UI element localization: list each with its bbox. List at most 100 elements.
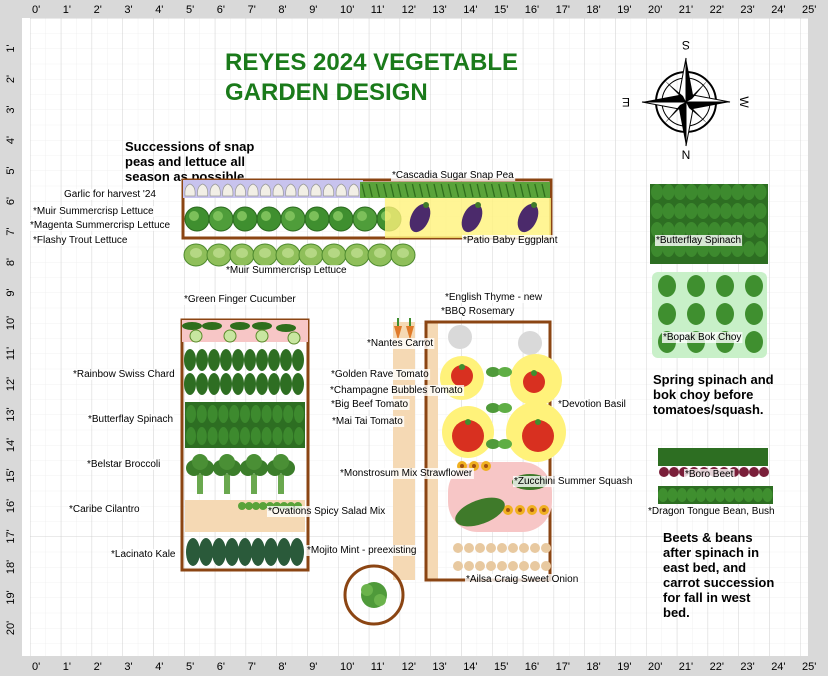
tomato-stem xyxy=(459,364,465,370)
spinach-leaf-icon xyxy=(186,405,196,423)
plant-label-muir2: *Muir Summercrisp Lettuce xyxy=(226,265,347,276)
chard-leaf-icon xyxy=(268,349,280,371)
ruler-tick-label: 1' xyxy=(5,44,17,52)
tomato-icon xyxy=(452,420,484,452)
spinach-leaf-icon xyxy=(731,184,744,200)
strawflower-center xyxy=(530,508,534,512)
ruler-tick-label: 3' xyxy=(124,4,132,16)
spinach-leaf-icon xyxy=(294,405,304,423)
top-ruler: 0'1'2'3'4'5'6'7'8'9'10'11'12'13'14'15'16… xyxy=(0,0,828,18)
ruler-tick-label: 3' xyxy=(5,105,17,113)
strawflower-center xyxy=(484,464,488,468)
page-title-line1: REYES 2024 VEGETABLE xyxy=(225,49,518,76)
plant-label-salad: *Ovations Spicy Salad Mix xyxy=(268,506,385,517)
plant-label-background xyxy=(183,294,298,305)
northeast-bed xyxy=(650,184,768,358)
ruler-tick-label: 9' xyxy=(5,288,17,296)
bok-choy-icon xyxy=(716,275,734,297)
eggplant-icon xyxy=(517,203,539,233)
ruler-tick-label: 11' xyxy=(5,347,17,361)
spinach-leaf-icon xyxy=(250,405,261,423)
svg-text:east bed, and: east bed, and xyxy=(663,560,746,575)
north-bed xyxy=(181,178,553,240)
lettuce-row-1 xyxy=(184,206,402,232)
eggplant-stem xyxy=(531,202,537,208)
spinach-leaf-icon xyxy=(708,184,721,200)
spinach-leaf-icon xyxy=(720,184,732,200)
bok-choy-icon xyxy=(745,331,763,353)
chard-leaf-icon xyxy=(280,349,292,371)
onion-icon xyxy=(486,561,496,571)
spinach-leaf-icon xyxy=(261,405,272,423)
tomato-icon xyxy=(451,365,473,387)
strawflower-center xyxy=(460,464,464,468)
pea-vine-icon xyxy=(541,183,546,198)
garlic-icon xyxy=(260,183,272,197)
svg-text:Spring spinach and: Spring spinach and xyxy=(653,372,774,387)
lettuce-highlight xyxy=(328,248,340,258)
lettuce-highlight xyxy=(357,211,367,221)
plant-label-background xyxy=(68,504,142,515)
ruler-tick-label: 25' xyxy=(802,661,816,673)
basil-icon xyxy=(486,403,500,413)
bean-icon xyxy=(667,488,678,502)
ruler-tick-label: 16' xyxy=(525,4,539,16)
lettuce-highlight xyxy=(282,248,294,258)
bok-choy-icon xyxy=(745,303,763,325)
plant-label-golden: *Golden Rave Tomato xyxy=(331,369,429,380)
compass-rose-icon xyxy=(641,57,731,147)
onion-icon xyxy=(475,561,485,571)
pea-vine-icon xyxy=(411,183,417,198)
ruler-tick-label: 17' xyxy=(556,661,570,673)
chard-leaf-icon xyxy=(256,373,268,395)
plant-label-spinach_w: *Butterflay Spinach xyxy=(88,414,173,425)
spinach-leaf-icon xyxy=(240,427,250,445)
cucumber-icon xyxy=(202,322,222,330)
ruler-tick-label: 9' xyxy=(309,4,317,16)
cucumber-icon xyxy=(276,324,296,332)
ruler-tick-label: 19' xyxy=(617,4,631,16)
plant-label-bokchoy: *Bopak Bok Choy xyxy=(663,332,741,343)
cucumber-icon xyxy=(182,322,202,330)
broccoli-icon xyxy=(246,454,262,470)
kale-leaf-icon xyxy=(264,538,278,566)
ruler-tick-label: 17' xyxy=(5,529,17,543)
spinach-leaf-icon xyxy=(720,203,732,219)
eggplant-stem xyxy=(475,202,481,208)
spinach-leaf-icon xyxy=(186,427,196,445)
broccoli-stem xyxy=(251,474,257,494)
spinach-leaf-icon xyxy=(743,203,755,219)
lettuce-row-2 xyxy=(183,243,416,267)
chard-leaf-icon xyxy=(196,373,208,395)
plant-label-strawflower: *Monstrosum Mix Strawflower xyxy=(340,468,473,479)
garlic-icon xyxy=(285,183,297,197)
garlic-icon xyxy=(197,183,209,197)
cilantro-icon xyxy=(259,502,267,510)
onion-icon xyxy=(530,543,540,553)
svg-text:bok choy before: bok choy before xyxy=(653,387,753,402)
chard-leaf-icon xyxy=(184,349,196,371)
chard-leaf-icon xyxy=(220,373,232,395)
kale-leaf-icon xyxy=(277,538,291,566)
plant-label-background xyxy=(339,468,474,479)
cilantro-icon xyxy=(238,502,246,510)
plant-label-background xyxy=(225,265,349,276)
ruler-tick-label: 7' xyxy=(5,227,17,235)
beet-icon xyxy=(659,467,669,477)
pea-vine-icon xyxy=(512,183,517,198)
lettuce-highlight xyxy=(305,248,317,258)
ruler-tick-label: 1' xyxy=(63,661,71,673)
eggplant-row xyxy=(409,202,539,233)
ruler-tick-label: 21' xyxy=(679,661,693,673)
garlic-icon xyxy=(310,183,322,197)
ruler-tick-label: 24' xyxy=(771,661,785,673)
chard-leaf-icon xyxy=(208,373,220,395)
garlic-icon xyxy=(222,183,234,197)
kale-leaf-icon xyxy=(212,538,226,566)
cucumber-slice-icon xyxy=(223,329,237,343)
kale-leaf-icon xyxy=(251,538,265,566)
pea-vine-icon xyxy=(375,183,381,198)
cucumber-icon xyxy=(252,322,272,330)
plant-label-background xyxy=(444,292,544,303)
spinach-leaf-icon xyxy=(272,427,283,445)
